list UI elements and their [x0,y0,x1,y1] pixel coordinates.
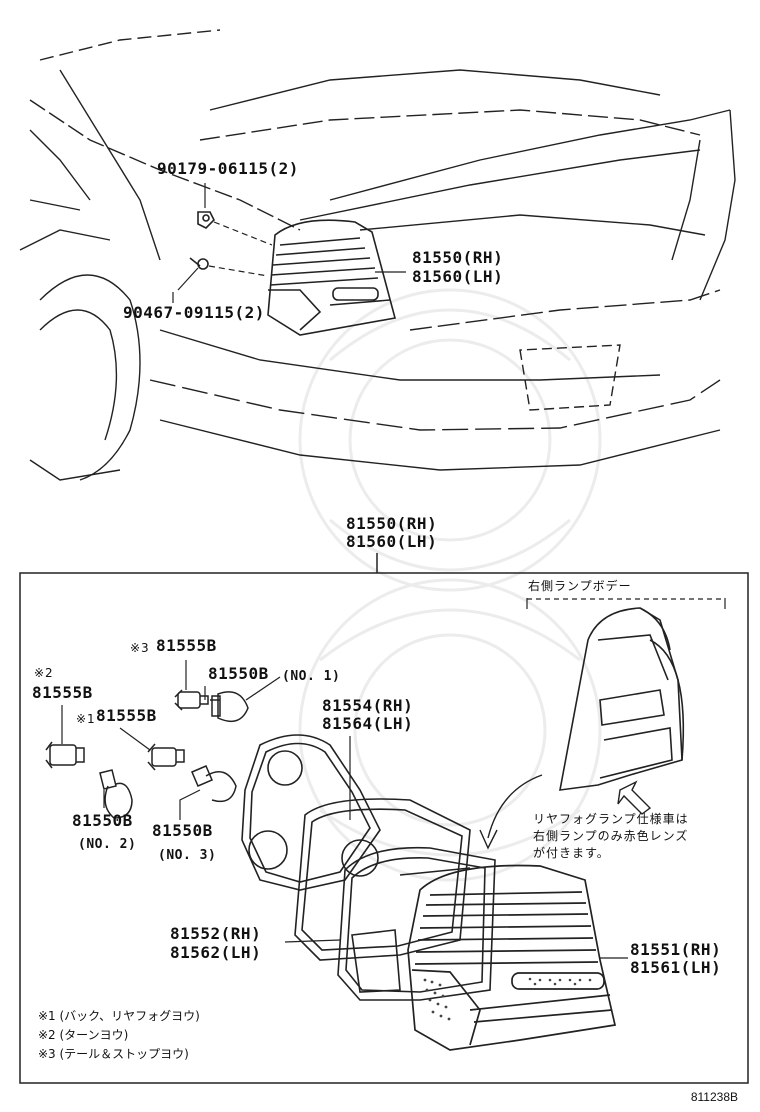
clip-part-number: 90179-06115(2) [157,159,299,178]
screw-icon [189,257,209,270]
lens-rh-number: 81551(RH) [630,940,722,959]
rh-lamp-body [559,607,685,791]
watermark-emblem [298,288,602,882]
assembly-title-rh: 81550(RH) [346,514,438,533]
socket-1-mark: ※1 [76,712,96,726]
curved-arrow [479,774,543,850]
leader-lines-assembly [61,660,628,959]
socket-2-part-number: 81555B [32,683,93,702]
assembly-frame [19,553,749,1084]
legend-item-2: ※2 (ターンヨウ) [38,1028,129,1042]
pointer-arrow [617,780,652,815]
socket-turn [45,741,85,769]
gasket [241,734,381,891]
leader-lines-top [172,183,406,303]
lamp-lh-number-top: 81560(LH) [412,267,504,286]
screw-part-number: 90467-09115(2) [123,303,265,322]
socket-tail-stop [174,689,209,711]
gasket-lh-number: 81564(LH) [322,714,414,733]
socket-back-fog [147,743,185,771]
bulb-no1 [210,691,249,723]
clip-icon [197,211,215,229]
fog-note-line-1: リヤフォグランプ仕様車は [533,812,689,826]
legend-item-1: ※1 (バック、リヤフォグヨウ) [38,1009,200,1023]
fog-note-line-2: 右側ランプのみ赤色レンズ [533,829,689,843]
outer-lens [407,864,617,1051]
bulb-no2 [99,769,133,819]
socket-2-mark: ※2 [34,666,54,680]
bulb-no1-tag: (NO. 1) [282,669,341,684]
body-rh-number: 81552(RH) [170,924,262,943]
lens-lh-number: 81561(LH) [630,958,722,977]
lamp-housing [294,798,471,961]
socket-3-part-number: 81555B [156,636,217,655]
lamp-reflector [337,846,496,1001]
fog-note-line-3: が付きます。 [533,846,610,860]
bulb-no3 [191,765,237,803]
legend-item-3: ※3 (テール＆ストップヨウ) [38,1047,189,1061]
bulb-no2-part-number: 81550B [72,811,133,830]
tail-lamp-installed [267,219,396,336]
socket-1-part-number: 81555B [96,706,157,725]
bulb-no2-tag: (NO. 2) [78,837,137,852]
socket-3-mark: ※3 [130,641,150,655]
bulb-no3-part-number: 81550B [152,821,213,840]
assembly-title-lh: 81560(LH) [346,532,438,551]
figure-code: 811238B [690,1090,738,1104]
gasket-rh-number: 81554(RH) [322,696,414,715]
bulb-no1-part-number: 81550B [208,664,269,683]
lamp-rh-number-top: 81550(RH) [412,248,504,267]
body-lh-number: 81562(LH) [170,943,262,962]
legend: ※1 (バック、リヤフォグヨウ) ※2 (ターンヨウ) ※3 (テール＆ストップ… [38,1007,200,1064]
car-rear-body [19,29,736,481]
body-note-title: 右側ランプボデー [528,579,632,593]
lens-dot-pattern [423,977,592,1021]
bulb-no3-tag: (NO. 3) [158,848,217,863]
body-note-bracket [526,598,726,609]
